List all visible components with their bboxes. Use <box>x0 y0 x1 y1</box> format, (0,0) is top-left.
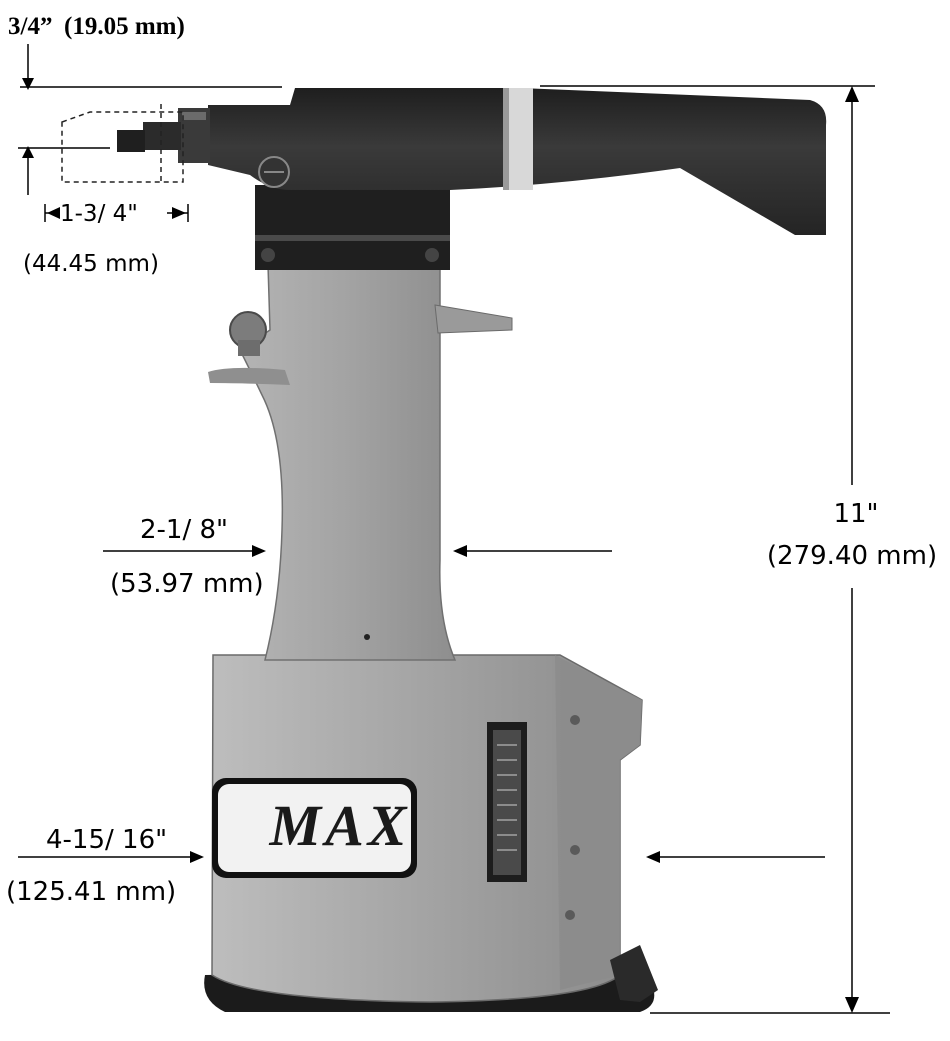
arrowhead <box>47 207 60 219</box>
side-screw <box>565 910 575 920</box>
spec-label-lines <box>497 744 517 851</box>
rivet-tool: MAX <box>61 88 827 1012</box>
head-collar-shadow <box>503 88 509 190</box>
arrow-heads <box>22 78 859 1013</box>
arrowhead <box>22 78 34 90</box>
grip-width-mm-label: (53.97 mm) <box>110 569 264 599</box>
arrowhead <box>172 207 186 219</box>
housing-side-face <box>555 655 642 990</box>
height-inch-label: 11" <box>833 499 878 529</box>
dimension-lines <box>18 44 890 1014</box>
arrowhead <box>845 997 859 1013</box>
nose-length-inch-label: 1-3/ 4" <box>60 201 138 227</box>
side-screw <box>570 715 580 725</box>
arrowhead <box>453 545 467 557</box>
brand-text: MAX <box>269 793 411 858</box>
height-mm-label: (279.40 mm) <box>767 541 937 571</box>
mount-highlight <box>255 235 450 241</box>
head-mount <box>255 185 450 270</box>
arrowhead <box>845 86 859 102</box>
dimension-labels: 3/4” (19.05 mm) 1-3/ 4" (44.45 mm) 2-1/ … <box>6 13 937 907</box>
side-screw <box>570 845 580 855</box>
grip-dot <box>364 634 370 640</box>
arrowhead <box>22 146 34 158</box>
spec-label-inner <box>493 730 521 875</box>
grip <box>239 264 457 661</box>
base-width-mm-label: (125.41 mm) <box>6 877 176 907</box>
trigger-flange <box>208 367 290 385</box>
nose-extension-outline <box>61 111 184 183</box>
nose-offset-inch-label: 3/4” <box>8 13 52 40</box>
arrowhead <box>252 545 266 557</box>
nose-piece <box>143 122 181 150</box>
nose-length-mm-label: (44.45 mm) <box>23 251 159 277</box>
mount-screw <box>425 248 439 262</box>
exhaust-vent <box>610 945 658 1002</box>
arrowhead <box>646 851 660 863</box>
trigger-bolt-shaft <box>238 340 260 356</box>
grip-width-inch-label: 2-1/ 8" <box>140 515 228 545</box>
base-width-inch-label: 4-15/ 16" <box>46 825 167 855</box>
nose-offset-mm-label: (19.05 mm) <box>64 13 185 40</box>
mount-screw <box>261 248 275 262</box>
brand-plate-inner <box>218 784 411 872</box>
nose-tip <box>117 130 145 152</box>
nose-nut-hilite <box>182 112 206 120</box>
arrowhead <box>190 851 204 863</box>
grip-right-flange <box>434 304 513 334</box>
